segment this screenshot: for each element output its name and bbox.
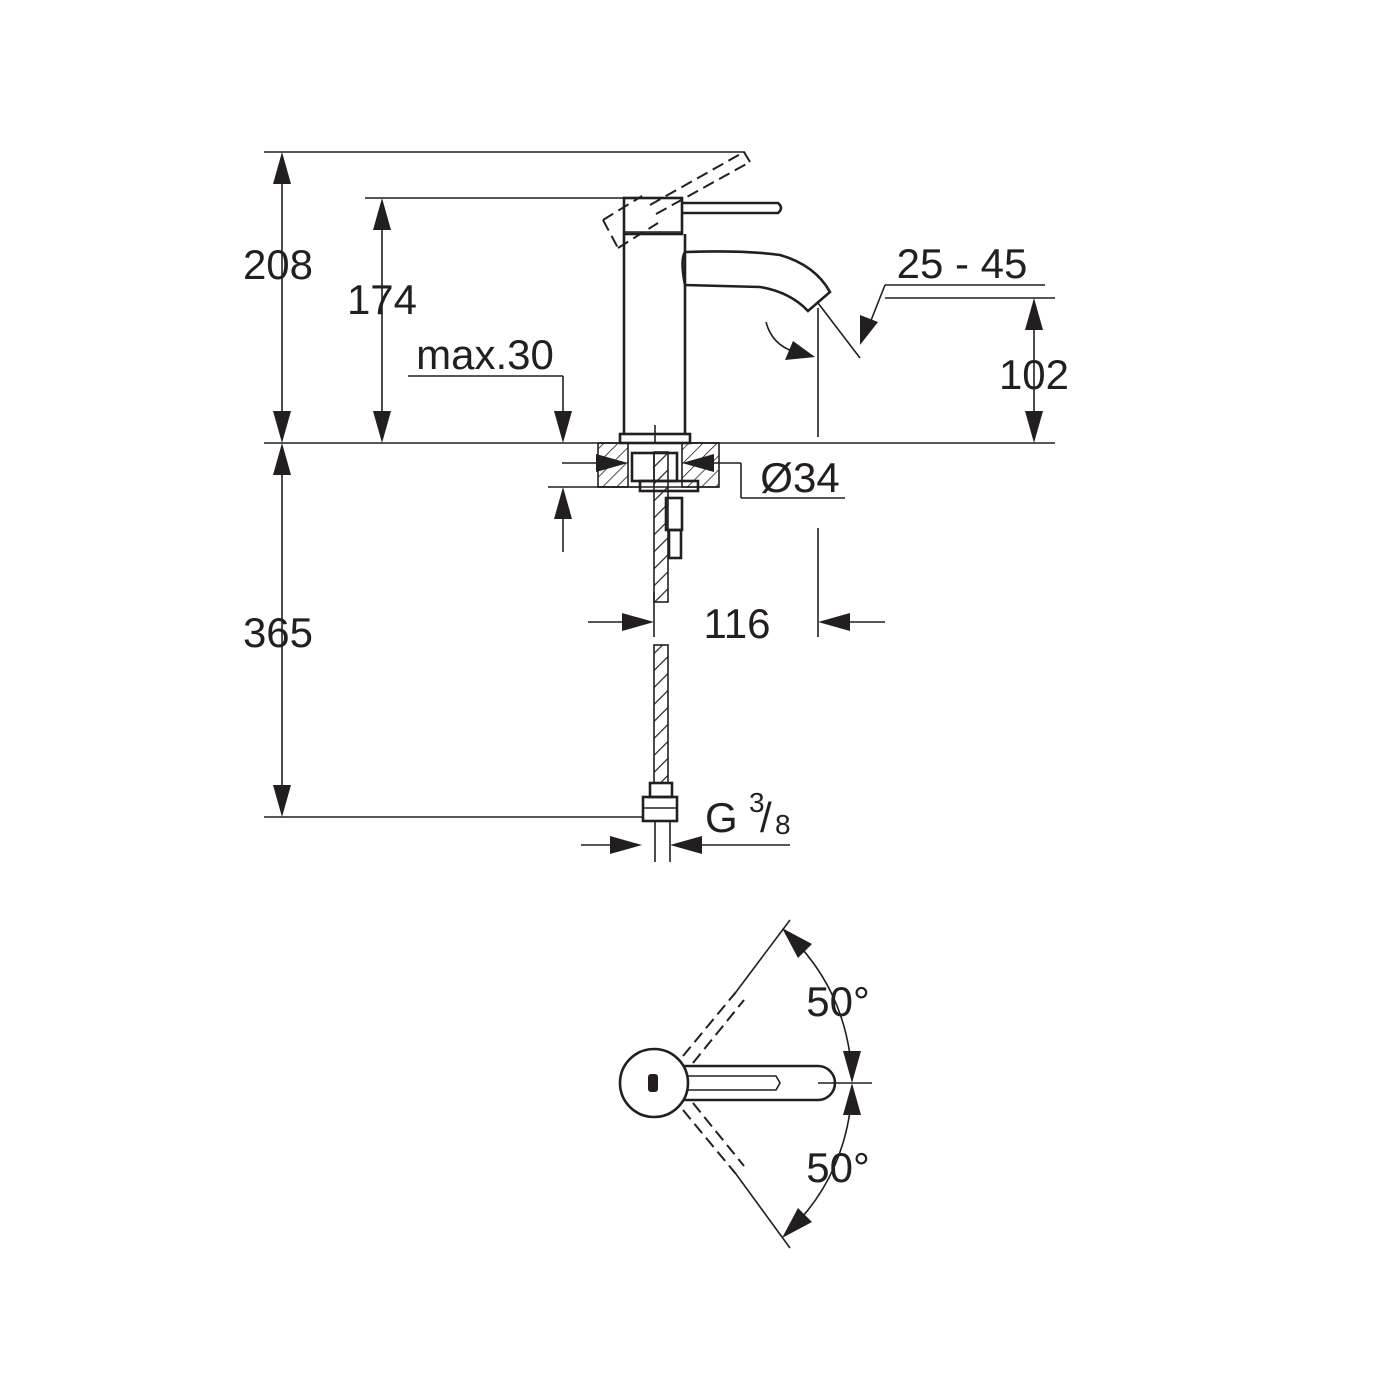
side-view: 208 174 max.30 102 xyxy=(243,151,1069,862)
dimension-365: 365 xyxy=(243,443,313,817)
faucet-lever-open-position xyxy=(602,151,751,249)
top-view-angle-dimensions: 50° 50° xyxy=(782,928,870,1238)
dimension-hole-diameter-label: Ø34 xyxy=(760,454,839,501)
top-view-spout xyxy=(684,1064,872,1102)
top-view-body xyxy=(618,1047,690,1119)
dimension-total-height-label: 208 xyxy=(243,241,313,288)
dimension-max-30: max.30 xyxy=(416,331,572,552)
dimension-25-45: 25 - 45 xyxy=(765,240,1045,360)
dimension-spout-reach-label: 116 xyxy=(704,600,771,647)
dimension-208: 208 xyxy=(243,152,313,443)
faucet-spout xyxy=(681,250,832,313)
connection-thread-letter: G xyxy=(705,794,738,841)
connection-thread-denominator: 8 xyxy=(775,809,791,840)
dimension-174: 174 xyxy=(347,198,417,443)
top-view: 50° 50° xyxy=(618,919,872,1249)
connection-thread-numerator: 3 xyxy=(749,787,765,818)
countertop-section xyxy=(597,442,720,488)
dimension-spout-range-label: 25 - 45 xyxy=(897,240,1028,287)
dimension-spout-height-label: 102 xyxy=(999,351,1069,398)
top-view-lever-positions xyxy=(682,919,791,1249)
supply-hose xyxy=(641,451,679,823)
faucet-lever xyxy=(682,201,783,215)
dimension-102: 102 xyxy=(999,298,1069,443)
dimension-lever-height-label: 174 xyxy=(347,276,417,323)
connection-thread-slash: / xyxy=(760,794,772,841)
faucet-body xyxy=(618,196,692,445)
dimension-connection-g38: G 3 / 8 xyxy=(581,787,791,862)
dimension-hose-length-label: 365 xyxy=(243,609,313,656)
dimension-max-deck-label: max.30 xyxy=(416,331,554,378)
angle-up-label: 50° xyxy=(806,978,870,1025)
angle-down-label: 50° xyxy=(806,1144,870,1191)
dimension-116: 116 xyxy=(588,600,885,647)
